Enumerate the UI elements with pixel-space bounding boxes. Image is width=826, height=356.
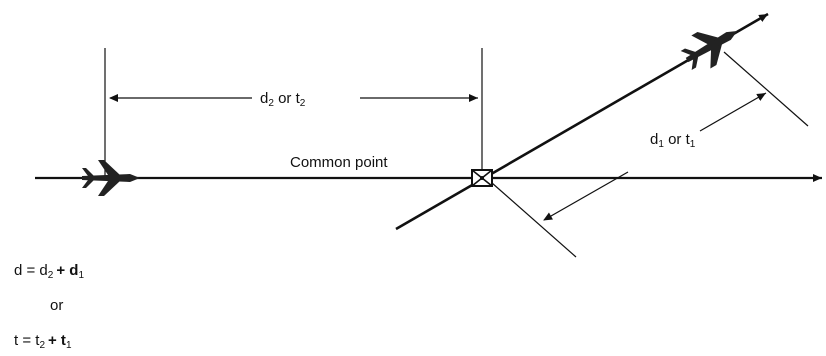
formula-or: or bbox=[50, 297, 63, 314]
d2-or-t2-label: d2 or t2 bbox=[260, 90, 306, 109]
common-point-perpendicular-line bbox=[491, 182, 577, 258]
formula-time: t = t2+ t1 bbox=[14, 332, 72, 351]
d1-dimension-line-upper bbox=[699, 92, 767, 132]
d1-dimension-line-lower bbox=[543, 171, 629, 221]
common-point-marker-icon bbox=[471, 169, 493, 187]
d1-or-t1-label: d1 or t1 bbox=[650, 131, 696, 150]
formula-distance: d = d2+ d1 bbox=[14, 262, 84, 281]
aircraft-perpendicular-line bbox=[723, 51, 809, 127]
aircraft-left-icon bbox=[82, 160, 140, 196]
common-point-label: Common point bbox=[290, 154, 388, 171]
aircraft-right-icon bbox=[680, 31, 738, 71]
formula-block: d = d2+ d1 or t = t2+ t1 bbox=[14, 262, 84, 351]
